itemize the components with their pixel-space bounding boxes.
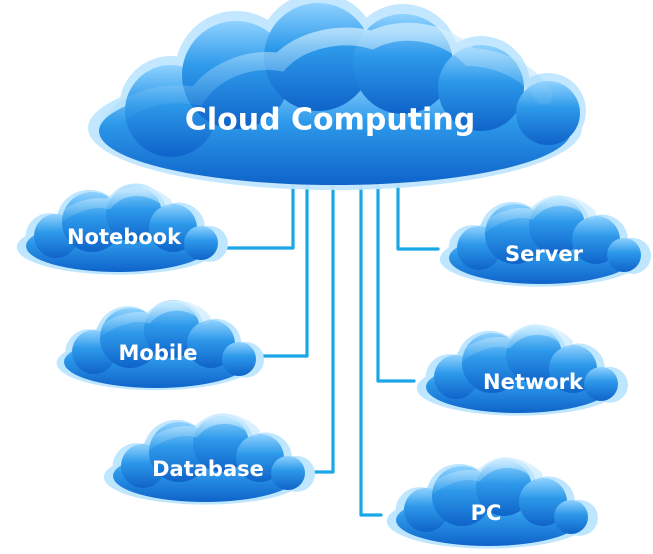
pc-label: PC <box>471 501 502 525</box>
connector-mobile <box>252 180 309 358</box>
main-cloud-label: Cloud Computing <box>185 103 475 138</box>
connector-database <box>305 180 335 474</box>
connector-network <box>376 180 416 383</box>
mobile-node: Mobile <box>56 299 264 391</box>
pc-node: PC <box>386 457 598 549</box>
network-label: Network <box>483 370 584 394</box>
notebook-node: Notebook <box>16 183 229 275</box>
connector-notebook <box>216 180 295 250</box>
connector-server <box>396 180 440 251</box>
notebook-label: Notebook <box>67 225 182 249</box>
server-node: Server <box>439 195 651 287</box>
database-node: Database <box>103 413 316 505</box>
network-node: Network <box>416 324 628 416</box>
mobile-label: Mobile <box>119 341 198 365</box>
cloud-computing-node: Cloud Computing <box>88 0 586 190</box>
server-label: Server <box>505 242 584 266</box>
database-label: Database <box>152 457 264 481</box>
connectors <box>216 180 440 517</box>
connector-pc <box>359 180 383 517</box>
